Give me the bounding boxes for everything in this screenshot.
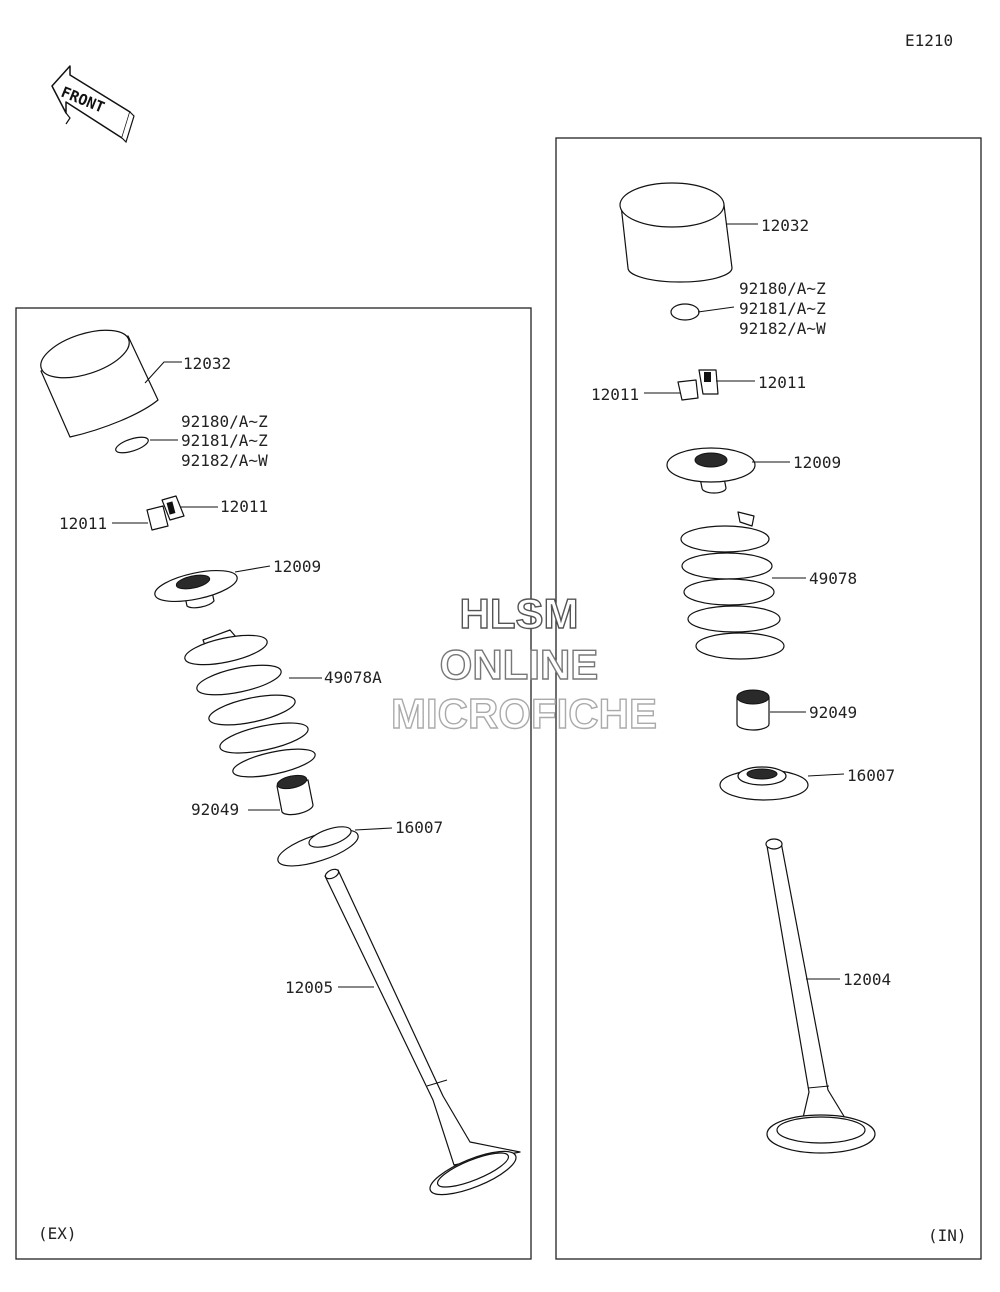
ex-label-shim-1: 92180/A~Z: [181, 412, 268, 431]
in-label-cotter-right: 12011: [758, 373, 806, 392]
in-label-spring-seat: 16007: [847, 766, 895, 785]
ex-label-shim-2: 92181/A~Z: [181, 431, 268, 450]
in-label-valve: 12004: [843, 970, 891, 989]
ex-label-stem-seal: 92049: [191, 800, 239, 819]
in-label-retainer: 12009: [793, 453, 841, 472]
front-arrow-icon: FRONT: [51, 65, 135, 144]
ex-valve-spring-part: [184, 629, 316, 778]
ex-cotter-part: [146, 495, 185, 531]
ex-label-tappet: 12032: [183, 354, 231, 373]
ex-label-cotter-left: 12011: [59, 514, 107, 533]
in-valve-part: [765, 838, 876, 1154]
watermark-line-1: HLSM: [460, 590, 579, 637]
in-label-tappet: 12032: [761, 216, 809, 235]
watermark-line-2: ONLINE: [440, 641, 599, 688]
ex-tappet-part: [40, 329, 159, 438]
ex-label-spring-seat: 16007: [395, 818, 443, 837]
in-shim-part: [670, 303, 700, 321]
in-valve-spring-part: [680, 511, 785, 660]
in-stem-seal-part: [736, 689, 770, 731]
in-label-spring: 49078: [809, 569, 857, 588]
ex-retainer-part: [154, 569, 238, 609]
in-label-stem-seal: 92049: [809, 703, 857, 722]
in-label-shim-1: 92180/A~Z: [739, 279, 826, 298]
exhaust-panel: [15, 307, 532, 1260]
intake-panel: [555, 137, 982, 1260]
ex-label-retainer: 12009: [273, 557, 321, 576]
ex-label-valve: 12005: [285, 978, 333, 997]
ex-label-cotter-right: 12011: [220, 497, 268, 516]
ex-label-spring: 49078A: [324, 668, 382, 687]
in-spring-seat-part: [719, 766, 809, 801]
in-tappet-part: [619, 182, 733, 283]
in-label-shim-2: 92181/A~Z: [739, 299, 826, 318]
in-retainer-part: [666, 447, 756, 494]
in-cotter-part: [677, 369, 719, 401]
intake-tag: (IN): [928, 1226, 967, 1245]
watermark: HLSM ONLINE MICROFICHE: [390, 589, 657, 737]
watermark-line-3: MICROFICHE: [391, 690, 657, 737]
ex-label-shim-3: 92182/A~W: [181, 451, 268, 470]
ex-stem-seal-part: [276, 774, 314, 816]
diagram-code: E1210: [905, 31, 953, 50]
ex-shim-part: [115, 436, 149, 454]
in-label-shim-3: 92182/A~W: [739, 319, 826, 338]
ex-valve-part: [324, 868, 521, 1196]
exhaust-tag: (EX): [38, 1224, 77, 1243]
in-label-cotter-left: 12011: [591, 385, 639, 404]
ex-spring-seat-part: [277, 826, 359, 867]
